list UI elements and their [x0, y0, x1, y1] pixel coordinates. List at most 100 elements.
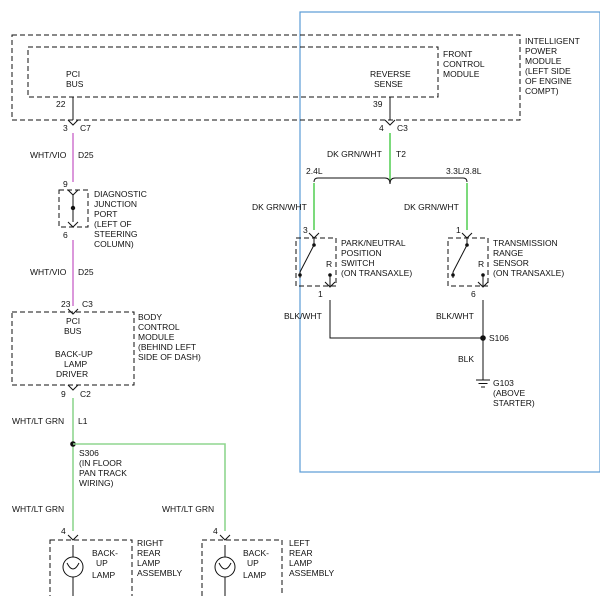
wire-color-label: WHT/LT GRN — [12, 504, 64, 514]
bcm-pci-label: PCI — [66, 316, 80, 326]
svg-text:COLUMN): COLUMN) — [94, 239, 134, 249]
wire-color-label: BLK/WHT — [284, 311, 322, 321]
left-lamp-inner: BACK- — [243, 548, 269, 558]
svg-text:TRANSMISSION: TRANSMISSION — [493, 238, 558, 248]
bulb-icon — [214, 556, 236, 578]
wire-circuit-label: T2 — [396, 149, 406, 159]
s106-splice — [480, 335, 486, 341]
svg-text:BODY: BODY — [138, 312, 162, 322]
trs-box — [447, 237, 489, 287]
bcm-pci-label: BUS — [64, 326, 82, 336]
trs-pin-bottom: 6 — [471, 289, 476, 299]
fcm-reverse-pin: 39 — [373, 99, 383, 109]
svg-text:REAR: REAR — [289, 548, 313, 558]
djp-pin-top: 9 — [63, 179, 68, 189]
djp-label: DIAGNOSTIC JUNCTION PORT (LEFT OF STEERI… — [94, 189, 147, 249]
connector-chevron — [219, 534, 231, 541]
svg-text:SWITCH: SWITCH — [341, 258, 375, 268]
svg-text:(ON TRANSAXLE): (ON TRANSAXLE) — [493, 268, 564, 278]
bcm-box — [11, 311, 135, 386]
wire-blk-wht — [329, 300, 483, 339]
svg-text:ASSEMBLY: ASSEMBLY — [289, 568, 335, 578]
svg-text:LAMP: LAMP — [289, 558, 312, 568]
fcm-pci-label: BUS — [66, 79, 84, 89]
bcm-label: BODY CONTROL MODULE (BEHIND LEFT SIDE OF… — [138, 312, 201, 362]
svg-text:POSITION: POSITION — [341, 248, 382, 258]
svg-text:LAMP: LAMP — [137, 558, 160, 568]
djp-node — [70, 205, 76, 211]
left-lamp-pin: 4 — [213, 526, 218, 536]
g103-label: G103 (ABOVE STARTER) — [493, 378, 535, 408]
c7-pin: 3 — [63, 123, 68, 133]
trs-switch-icon — [452, 238, 468, 278]
left-lamp-inner: LAMP — [243, 570, 266, 580]
right-lamp-label: RIGHT REAR LAMP ASSEMBLY — [137, 538, 183, 578]
svg-text:DIAGNOSTIC: DIAGNOSTIC — [94, 189, 147, 199]
connector-chevron — [67, 119, 79, 126]
pnp-switch-icon — [299, 238, 315, 278]
wire-color-label: BLK — [458, 354, 474, 364]
pnp-box — [295, 237, 337, 287]
pnp-label: PARK/NEUTRAL POSITION SWITCH (ON TRANSAX… — [341, 238, 412, 278]
bulb-icon — [62, 556, 84, 578]
svg-text:LEFT: LEFT — [289, 538, 310, 548]
left-lamp-inner: UP — [247, 558, 259, 568]
variant-split — [313, 177, 468, 185]
svg-text:(ON TRANSAXLE): (ON TRANSAXLE) — [341, 268, 412, 278]
right-lamp-inner: BACK- — [92, 548, 118, 558]
svg-text:POWER: POWER — [525, 46, 557, 56]
svg-text:MODULE: MODULE — [525, 56, 562, 66]
connector-chevron — [477, 281, 489, 288]
fcm-label: FRONT CONTROL MODULE — [443, 49, 485, 79]
svg-text:SIDE OF DASH): SIDE OF DASH) — [138, 352, 201, 362]
wire-color-label: WHT/LT GRN — [162, 504, 214, 514]
svg-text:PARK/NEUTRAL: PARK/NEUTRAL — [341, 238, 406, 248]
connector-chevron — [308, 232, 320, 239]
left-lamp-label: LEFT REAR LAMP ASSEMBLY — [289, 538, 335, 578]
svg-text:(LEFT SIDE: (LEFT SIDE — [525, 66, 571, 76]
connector-chevron — [324, 281, 336, 288]
svg-text:PORT: PORT — [94, 209, 117, 219]
svg-text:(BEHIND LEFT: (BEHIND LEFT — [138, 342, 196, 352]
connector-chevron — [67, 189, 79, 196]
right-lamp-pin: 4 — [61, 526, 66, 536]
right-lamp-box — [49, 539, 133, 596]
svg-text:STARTER): STARTER) — [493, 398, 535, 408]
c3-ipm-conn: C3 — [397, 123, 408, 133]
bcm-driver-label: DRIVER — [56, 369, 88, 379]
fcm-pci-pin: 22 — [56, 99, 66, 109]
svg-text:CONTROL: CONTROL — [443, 59, 485, 69]
svg-text:ASSEMBLY: ASSEMBLY — [137, 568, 183, 578]
trs-r-label: R — [478, 259, 484, 269]
svg-text:(IN FLOOR: (IN FLOOR — [79, 458, 122, 468]
s306-label: S306 (IN FLOOR PAN TRACK WIRING) — [79, 448, 127, 488]
s106-label: S106 — [489, 333, 509, 343]
right-lamp-inner: LAMP — [92, 570, 115, 580]
wire-circuit-label: D25 — [78, 267, 94, 277]
svg-text:COMPT): COMPT) — [525, 86, 559, 96]
svg-text:OF ENGINE: OF ENGINE — [525, 76, 572, 86]
trs-contact — [465, 243, 469, 247]
trs-pin-top: 1 — [456, 225, 461, 235]
svg-text:JUNCTION: JUNCTION — [94, 199, 137, 209]
trs-label: TRANSMISSION RANGE SENSOR (ON TRANSAXLE) — [493, 238, 564, 278]
left-lamp-box — [201, 539, 283, 596]
svg-text:(ABOVE: (ABOVE — [493, 388, 525, 398]
ipm-label: INTELLIGENT POWER MODULE (LEFT SIDE OF E… — [525, 36, 580, 96]
connector-chevron — [67, 534, 79, 541]
pnp-pin-top: 3 — [303, 225, 308, 235]
svg-text:S306: S306 — [79, 448, 99, 458]
wire-color-label: DK GRN/WHT — [252, 202, 307, 212]
svg-text:FRONT: FRONT — [443, 49, 472, 59]
svg-text:REAR: REAR — [137, 548, 161, 558]
wire-color-label: WHT/VIO — [30, 267, 67, 277]
svg-text:WIRING): WIRING) — [79, 478, 114, 488]
wire-circuit-label: D25 — [78, 150, 94, 160]
svg-text:RIGHT: RIGHT — [137, 538, 163, 548]
c3-ipm-pin: 4 — [379, 123, 384, 133]
bulb-filament-icon — [218, 545, 232, 596]
fcm-pci-label: PCI — [66, 69, 80, 79]
connector-chevron — [67, 384, 79, 391]
svg-text:SENSOR: SENSOR — [493, 258, 529, 268]
wire-color-label: DK GRN/WHT — [327, 149, 382, 159]
